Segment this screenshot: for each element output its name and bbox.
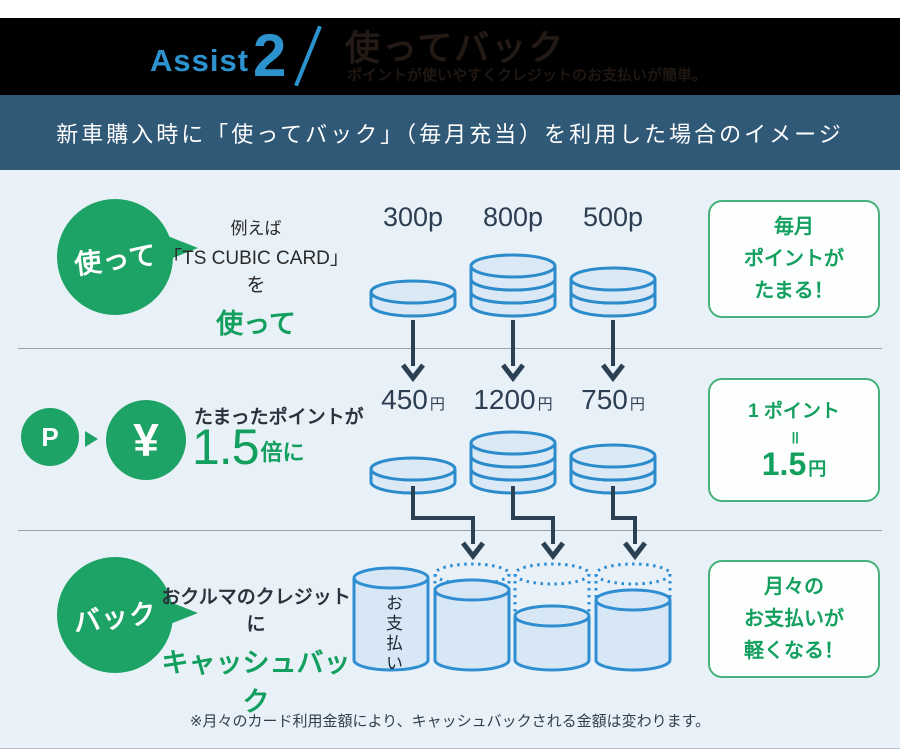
back-bubble: バック — [57, 557, 173, 673]
amount-value-2: 1200 — [473, 384, 536, 415]
benefit-box-lighter: 月々の お支払いが 軽くなる！ — [708, 560, 880, 678]
use-desc-line2: 「TS CUBIC CARD」を — [163, 248, 349, 296]
rate-unit: 円 — [808, 459, 827, 480]
benefit-lighter-line1: 月々の — [764, 576, 824, 598]
convert-multiplier: 1.5 倍に — [192, 422, 305, 472]
yen-circle: ¥ — [106, 400, 186, 480]
use-desc-line1: 例えば — [230, 219, 282, 238]
coin-stack-500p — [569, 266, 657, 318]
coin-stack-1200yen — [469, 430, 557, 495]
amount-value-1: 450 — [381, 384, 428, 415]
amount-value-3: 750 — [581, 384, 628, 415]
point-circle-label: P — [41, 421, 59, 452]
back-desc-line2: キャッシュバック — [161, 648, 351, 717]
footnote: ※月々のカード利用金額により、キャッシュバックされる金額は変わります。 — [189, 713, 711, 730]
use-desc-line3: 使って — [216, 309, 296, 339]
benefit-earn-line1: 毎月 — [774, 216, 814, 238]
back-desc-line1: おクルマのクレジットに — [161, 587, 351, 635]
arrow-right-icon — [85, 431, 98, 447]
elbow-arrow-icon — [411, 486, 647, 561]
multiplier-value: 1.5 — [192, 419, 260, 475]
down-arrow-icon — [401, 320, 625, 383]
assist-badge: Assist 2 — [150, 22, 287, 89]
rate-value: 1.5 — [761, 446, 807, 483]
benefit-lighter-line3: 軽くなる！ — [744, 640, 844, 662]
section-subtitle: ポイントが使いやすくクレジットのお支払いが簡単。 — [347, 67, 708, 84]
payment-barrel-minus-1200 — [513, 562, 591, 672]
point-circle: P — [21, 408, 79, 466]
use-description: 例えば 「TS CUBIC CARD」を 使って — [156, 214, 356, 341]
back-bubble-label: バック — [71, 597, 159, 638]
equals-sign: ＝ — [785, 430, 803, 446]
amount-unit-2: 円 — [537, 396, 553, 413]
coin-stack-300p — [369, 279, 457, 318]
payment-barrel-full — [352, 566, 430, 672]
back-bubble-tail — [160, 598, 198, 628]
rate-box-line1: 1 ポイント — [748, 401, 840, 423]
use-bubble: 使って — [57, 199, 173, 315]
benefit-earn-line2: ポイントが — [744, 248, 844, 270]
benefit-box-earn: 毎月 ポイントが たまる！ — [708, 200, 880, 318]
assist-number: 2 — [253, 22, 287, 89]
barrel-payment-label: お支払い — [383, 594, 402, 674]
lead-banner: 新車購入時に「使ってバック」（毎月充当）を利用した場合のイメージ — [0, 95, 900, 170]
section-title: 使ってバック — [345, 29, 566, 68]
point-label-2: 800p — [482, 202, 544, 232]
point-label-1: 300p — [382, 202, 444, 232]
coin-stack-800p — [469, 253, 557, 318]
yen-circle-label: ¥ — [133, 414, 159, 466]
row-divider-1 — [18, 348, 882, 349]
convert-caption: たまったポイントが — [194, 407, 364, 428]
benefit-earn-line3: たまる！ — [754, 280, 834, 302]
point-label-3: 500p — [582, 202, 644, 232]
diagram-artwork — [352, 253, 672, 672]
amount-unit-3: 円 — [629, 396, 645, 413]
back-description: おクルマのクレジットに キャッシュバック — [156, 582, 356, 719]
lead-banner-text: 新車購入時に「使ってバック」（毎月充当）を利用した場合のイメージ — [56, 121, 844, 147]
slash-divider — [294, 25, 322, 87]
payment-barrel-minus-750 — [594, 562, 672, 672]
row-divider-2 — [18, 530, 882, 531]
benefit-lighter-line2: お支払いが — [744, 608, 844, 630]
use-bubble-label: 使って — [72, 239, 159, 280]
header-band: Assist 2 使ってバック ポイントが使いやすくクレジットのお支払いが簡単。 — [0, 18, 900, 95]
coin-stack-750yen — [569, 443, 657, 495]
multiplier-suffix: 倍に — [260, 440, 305, 465]
assist-label: Assist — [150, 42, 250, 78]
payment-barrel-minus-450 — [433, 562, 511, 672]
use-bubble-tail — [160, 233, 198, 263]
diagram-area: 使って 例えば 「TS CUBIC CARD」を 使って 300p 800p 5… — [0, 170, 900, 749]
amount-unit-1: 円 — [429, 396, 445, 413]
